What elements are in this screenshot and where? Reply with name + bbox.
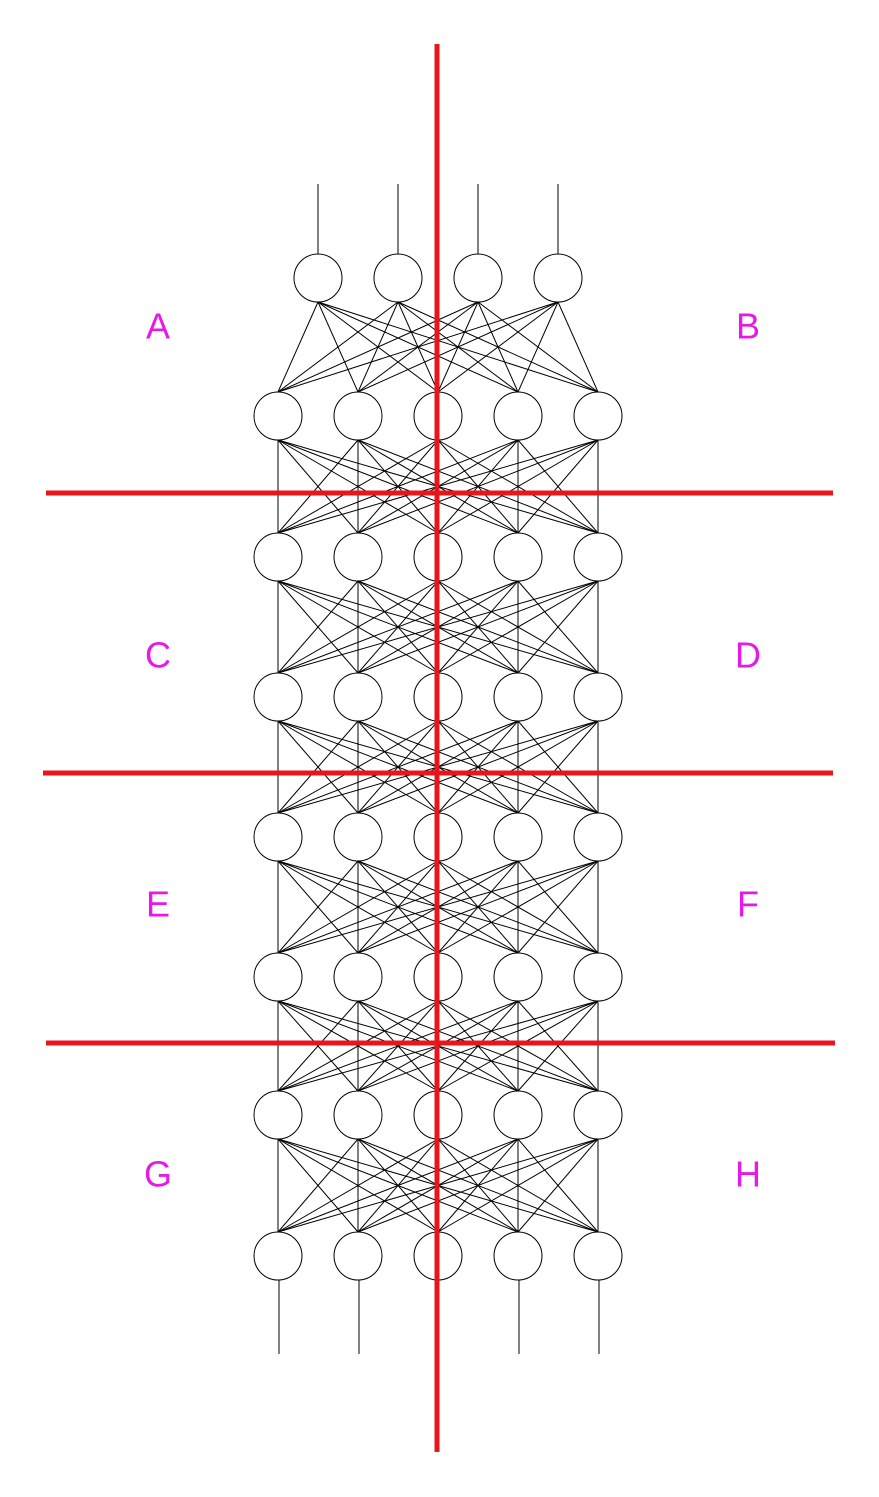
edge-l5-n2-to-l6-n0 [277, 1000, 439, 1092]
node-l3-n1 [333, 672, 383, 722]
edge-l6-n3-to-l7-n0 [277, 1138, 519, 1233]
edge-l6-n2-to-l7-n0 [277, 1138, 439, 1233]
edge-l3-n4-to-l4-n1 [357, 720, 599, 814]
edge-l0-n3-to-l1-n1 [357, 301, 559, 393]
edge-l4-n4-to-l5-n2 [437, 860, 599, 954]
node-l6-n1 [333, 1090, 383, 1140]
node-l5-n1 [333, 952, 383, 1002]
edge-l2-n1-to-l3-n0 [277, 580, 359, 674]
edge-l3-n4-to-l4-n3 [517, 720, 599, 814]
node-l2-n0 [253, 532, 303, 582]
node-l5-n4 [573, 952, 623, 1002]
node-l3-n3 [493, 672, 543, 722]
edge-l2-n4-to-l3-n1 [357, 580, 599, 674]
edge-l4-n1-to-l5-n0 [277, 860, 359, 954]
node-l2-n1 [333, 532, 383, 582]
input-output-lines [278, 184, 600, 1354]
region-label-d: D [735, 635, 761, 676]
edge-l0-n2-to-l1-n0 [277, 301, 479, 393]
node-l4-n1 [333, 812, 383, 862]
node-l4-n0 [253, 812, 303, 862]
node-l0-n2 [453, 253, 503, 303]
node-l7-n1 [333, 1231, 383, 1281]
edge-l3-n3-to-l4-n0 [277, 720, 519, 814]
node-l6-n0 [253, 1090, 303, 1140]
edge-l5-n4-to-l6-n3 [517, 1000, 599, 1092]
edge-l0-n1-to-l1-n0 [277, 301, 399, 393]
edge-l1-n3-to-l2-n0 [277, 439, 519, 534]
node-l2-n4 [573, 532, 623, 582]
edge-l5-n4-to-l6-n1 [357, 1000, 599, 1092]
edge-l6-n4-to-l7-n3 [517, 1138, 599, 1233]
edge-l4-n4-to-l5-n3 [517, 860, 599, 954]
edge-l1-n2-to-l2-n0 [277, 439, 439, 534]
partition-lines [43, 44, 835, 1452]
node-l3-n4 [573, 672, 623, 722]
node-l7-n4 [573, 1231, 623, 1281]
edge-l0-n3-to-l1-n2 [437, 301, 559, 393]
node-l7-n3 [493, 1231, 543, 1281]
region-label-g: G [144, 1154, 172, 1195]
edge-l2-n2-to-l3-n0 [277, 580, 439, 674]
edge-l0-n3-to-l1-n0 [277, 301, 559, 393]
edge-l2-n3-to-l3-n0 [277, 580, 519, 674]
node-l0-n3 [533, 253, 583, 303]
region-label-c: C [145, 635, 171, 676]
edge-l5-n4-to-l6-n2 [437, 1000, 599, 1092]
node-l1-n4 [573, 391, 623, 441]
edge-l4-n4-to-l5-n1 [357, 860, 599, 954]
edge-l1-n4-to-l2-n1 [357, 439, 599, 534]
edge-l3-n2-to-l4-n0 [277, 720, 439, 814]
edge-l0-n0-to-l1-n0 [277, 301, 319, 393]
edge-l6-n4-to-l7-n1 [357, 1138, 599, 1233]
edge-l6-n4-to-l7-n2 [437, 1138, 599, 1233]
edge-l3-n1-to-l4-n0 [277, 720, 359, 814]
node-l6-n4 [573, 1090, 623, 1140]
edge-l1-n1-to-l2-n0 [277, 439, 359, 534]
region-label-a: A [146, 306, 170, 347]
node-l5-n0 [253, 952, 303, 1002]
node-l1-n3 [493, 391, 543, 441]
node-l2-n3 [493, 532, 543, 582]
edge-l4-n3-to-l5-n0 [277, 860, 519, 954]
node-l1-n1 [333, 391, 383, 441]
node-l4-n4 [573, 812, 623, 862]
node-l0-n0 [293, 253, 343, 303]
node-l6-n3 [493, 1090, 543, 1140]
edge-l4-n2-to-l5-n0 [277, 860, 439, 954]
region-label-e: E [146, 884, 170, 925]
edge-l2-n4-to-l3-n3 [517, 580, 599, 674]
node-l4-n3 [493, 812, 543, 862]
edge-l0-n3-to-l1-n3 [517, 301, 559, 393]
edge-l5-n3-to-l6-n0 [277, 1000, 519, 1092]
region-label-b: B [736, 306, 760, 347]
region-label-h: H [735, 1154, 761, 1195]
edge-l0-n3-to-l1-n4 [557, 301, 599, 393]
node-l0-n1 [373, 253, 423, 303]
node-l1-n0 [253, 391, 303, 441]
node-l5-n3 [493, 952, 543, 1002]
edge-l6-n1-to-l7-n0 [277, 1138, 359, 1233]
node-l7-n0 [253, 1231, 303, 1281]
region-label-f: F [737, 884, 759, 925]
network-nodes [253, 253, 623, 1281]
edge-l3-n4-to-l4-n2 [437, 720, 599, 814]
region-labels: A B C D E F G H [144, 306, 761, 1195]
node-l3-n0 [253, 672, 303, 722]
edge-l2-n4-to-l3-n2 [437, 580, 599, 674]
edge-l1-n4-to-l2-n2 [437, 439, 599, 534]
edge-l5-n1-to-l6-n0 [277, 1000, 359, 1092]
edge-l1-n4-to-l2-n3 [517, 439, 599, 534]
